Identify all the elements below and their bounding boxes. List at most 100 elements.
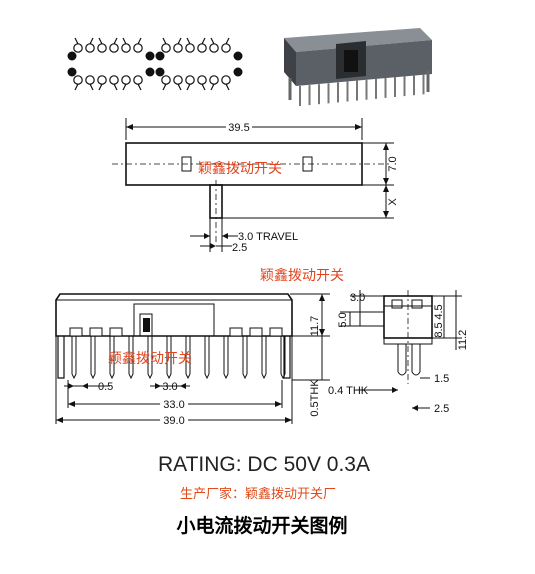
pad xyxy=(97,75,107,85)
pad-lead xyxy=(89,83,94,91)
pad-lead xyxy=(122,83,127,91)
watermark-3: 颖鑫拨动开关 xyxy=(108,350,192,366)
pad xyxy=(209,75,219,85)
figure-caption: 小电流拨动开关图例 xyxy=(176,514,347,537)
housing-notch xyxy=(109,327,123,337)
pin-tip xyxy=(242,373,248,380)
pad xyxy=(161,43,171,53)
dim-top-height: 7.0 xyxy=(387,156,399,171)
pad-lead xyxy=(137,83,142,91)
pin-tip xyxy=(90,373,96,380)
manufacturer-label: 生产厂家：颖鑫拨动开关厂 xyxy=(180,486,336,501)
dim-side-thk: 0.4 THK xyxy=(328,385,369,397)
pad-lead xyxy=(89,37,94,45)
pad-lead xyxy=(177,37,182,45)
pad xyxy=(85,75,95,85)
pin-tip xyxy=(71,373,77,380)
dim-top-x: X xyxy=(387,198,399,206)
product-photo xyxy=(284,28,432,106)
mount-pad xyxy=(155,51,165,61)
pin-tip xyxy=(204,373,210,380)
dim-front-39: 39.0 xyxy=(163,415,184,427)
pad xyxy=(185,43,195,53)
pad-lead xyxy=(210,83,215,91)
pad-lead xyxy=(225,37,230,45)
dim-pitch: 0.5 xyxy=(98,381,113,393)
mount-leg xyxy=(283,336,291,379)
housing-notch xyxy=(69,327,83,337)
top-view: 39.5 颖鑫拨动开关 3.0 TRAVEL 2.5 7.0 X xyxy=(112,118,399,254)
pad xyxy=(133,43,143,53)
pad xyxy=(221,75,231,85)
mount-pad xyxy=(233,67,243,77)
pad-lead xyxy=(74,37,79,45)
front-pins xyxy=(57,336,291,380)
photo-pins xyxy=(288,70,430,106)
pad xyxy=(221,43,231,53)
housing-notch xyxy=(229,327,243,337)
side-view: 3.0 5.0 4.5 8.5 11.2 0.4 THK 1.5 2.5 xyxy=(328,290,469,415)
mount-pad xyxy=(145,67,155,77)
mount-leg xyxy=(57,336,65,379)
housing-notch xyxy=(89,327,103,337)
pad-lead xyxy=(113,37,118,45)
pad xyxy=(197,75,207,85)
pad-lead xyxy=(201,37,206,45)
pad xyxy=(121,75,131,85)
watermark-1: 颖鑫拨动开关 xyxy=(198,160,282,176)
pad-lead xyxy=(210,37,215,45)
pcb-footprint xyxy=(67,37,243,91)
pad xyxy=(185,75,195,85)
mount-pad xyxy=(145,51,155,61)
pad-lead xyxy=(98,83,103,91)
mount-pad xyxy=(155,67,165,77)
dim-front-117: 11.7 xyxy=(309,316,321,337)
dim-side-15: 1.5 xyxy=(434,373,449,385)
pad xyxy=(109,75,119,85)
pin-tip xyxy=(109,373,115,380)
pin-tip xyxy=(185,373,191,380)
dim-travel-small: 2.5 xyxy=(232,242,247,254)
pad-lead xyxy=(162,37,167,45)
dim-front-3: 3.0 xyxy=(162,381,177,393)
rating-label: RATING: DC 50V 0.3A xyxy=(158,453,370,476)
mount-pad xyxy=(67,67,77,77)
pad xyxy=(85,43,95,53)
pad-lead xyxy=(162,83,167,91)
pad xyxy=(173,43,183,53)
pad-lead xyxy=(122,37,127,45)
pad-lead xyxy=(186,83,191,91)
pad-lead xyxy=(225,83,230,91)
dim-travel: 3.0 TRAVEL xyxy=(238,231,298,243)
pad xyxy=(73,75,83,85)
pad-lead xyxy=(74,83,79,91)
housing-notch xyxy=(249,327,263,337)
pad-lead xyxy=(201,83,206,91)
pin-tip xyxy=(166,373,172,380)
watermark-2: 颖鑫拨动开关 xyxy=(260,267,344,283)
pad-lead xyxy=(113,83,118,91)
pad xyxy=(97,43,107,53)
dim-side-45: 4.5 xyxy=(433,304,445,319)
dim-front-33: 33.0 xyxy=(163,399,184,411)
dim-side-30: 3.0 xyxy=(350,292,365,304)
dim-top-width: 39.5 xyxy=(228,122,249,134)
pad xyxy=(121,43,131,53)
pad xyxy=(209,43,219,53)
housing-notch xyxy=(269,327,283,337)
pad xyxy=(109,43,119,53)
pin-tip xyxy=(261,373,267,380)
pad-lead xyxy=(177,83,182,91)
mount-pad xyxy=(67,51,77,61)
dim-side-50: 5.0 xyxy=(337,312,349,327)
pad-lead xyxy=(137,37,142,45)
dim-side-25: 2.5 xyxy=(434,403,449,415)
pad xyxy=(197,43,207,53)
mount-pad xyxy=(233,51,243,61)
pad xyxy=(161,75,171,85)
front-notches xyxy=(69,327,283,337)
dim-front-thk: 0.5THK xyxy=(309,379,321,417)
pad-lead xyxy=(98,37,103,45)
